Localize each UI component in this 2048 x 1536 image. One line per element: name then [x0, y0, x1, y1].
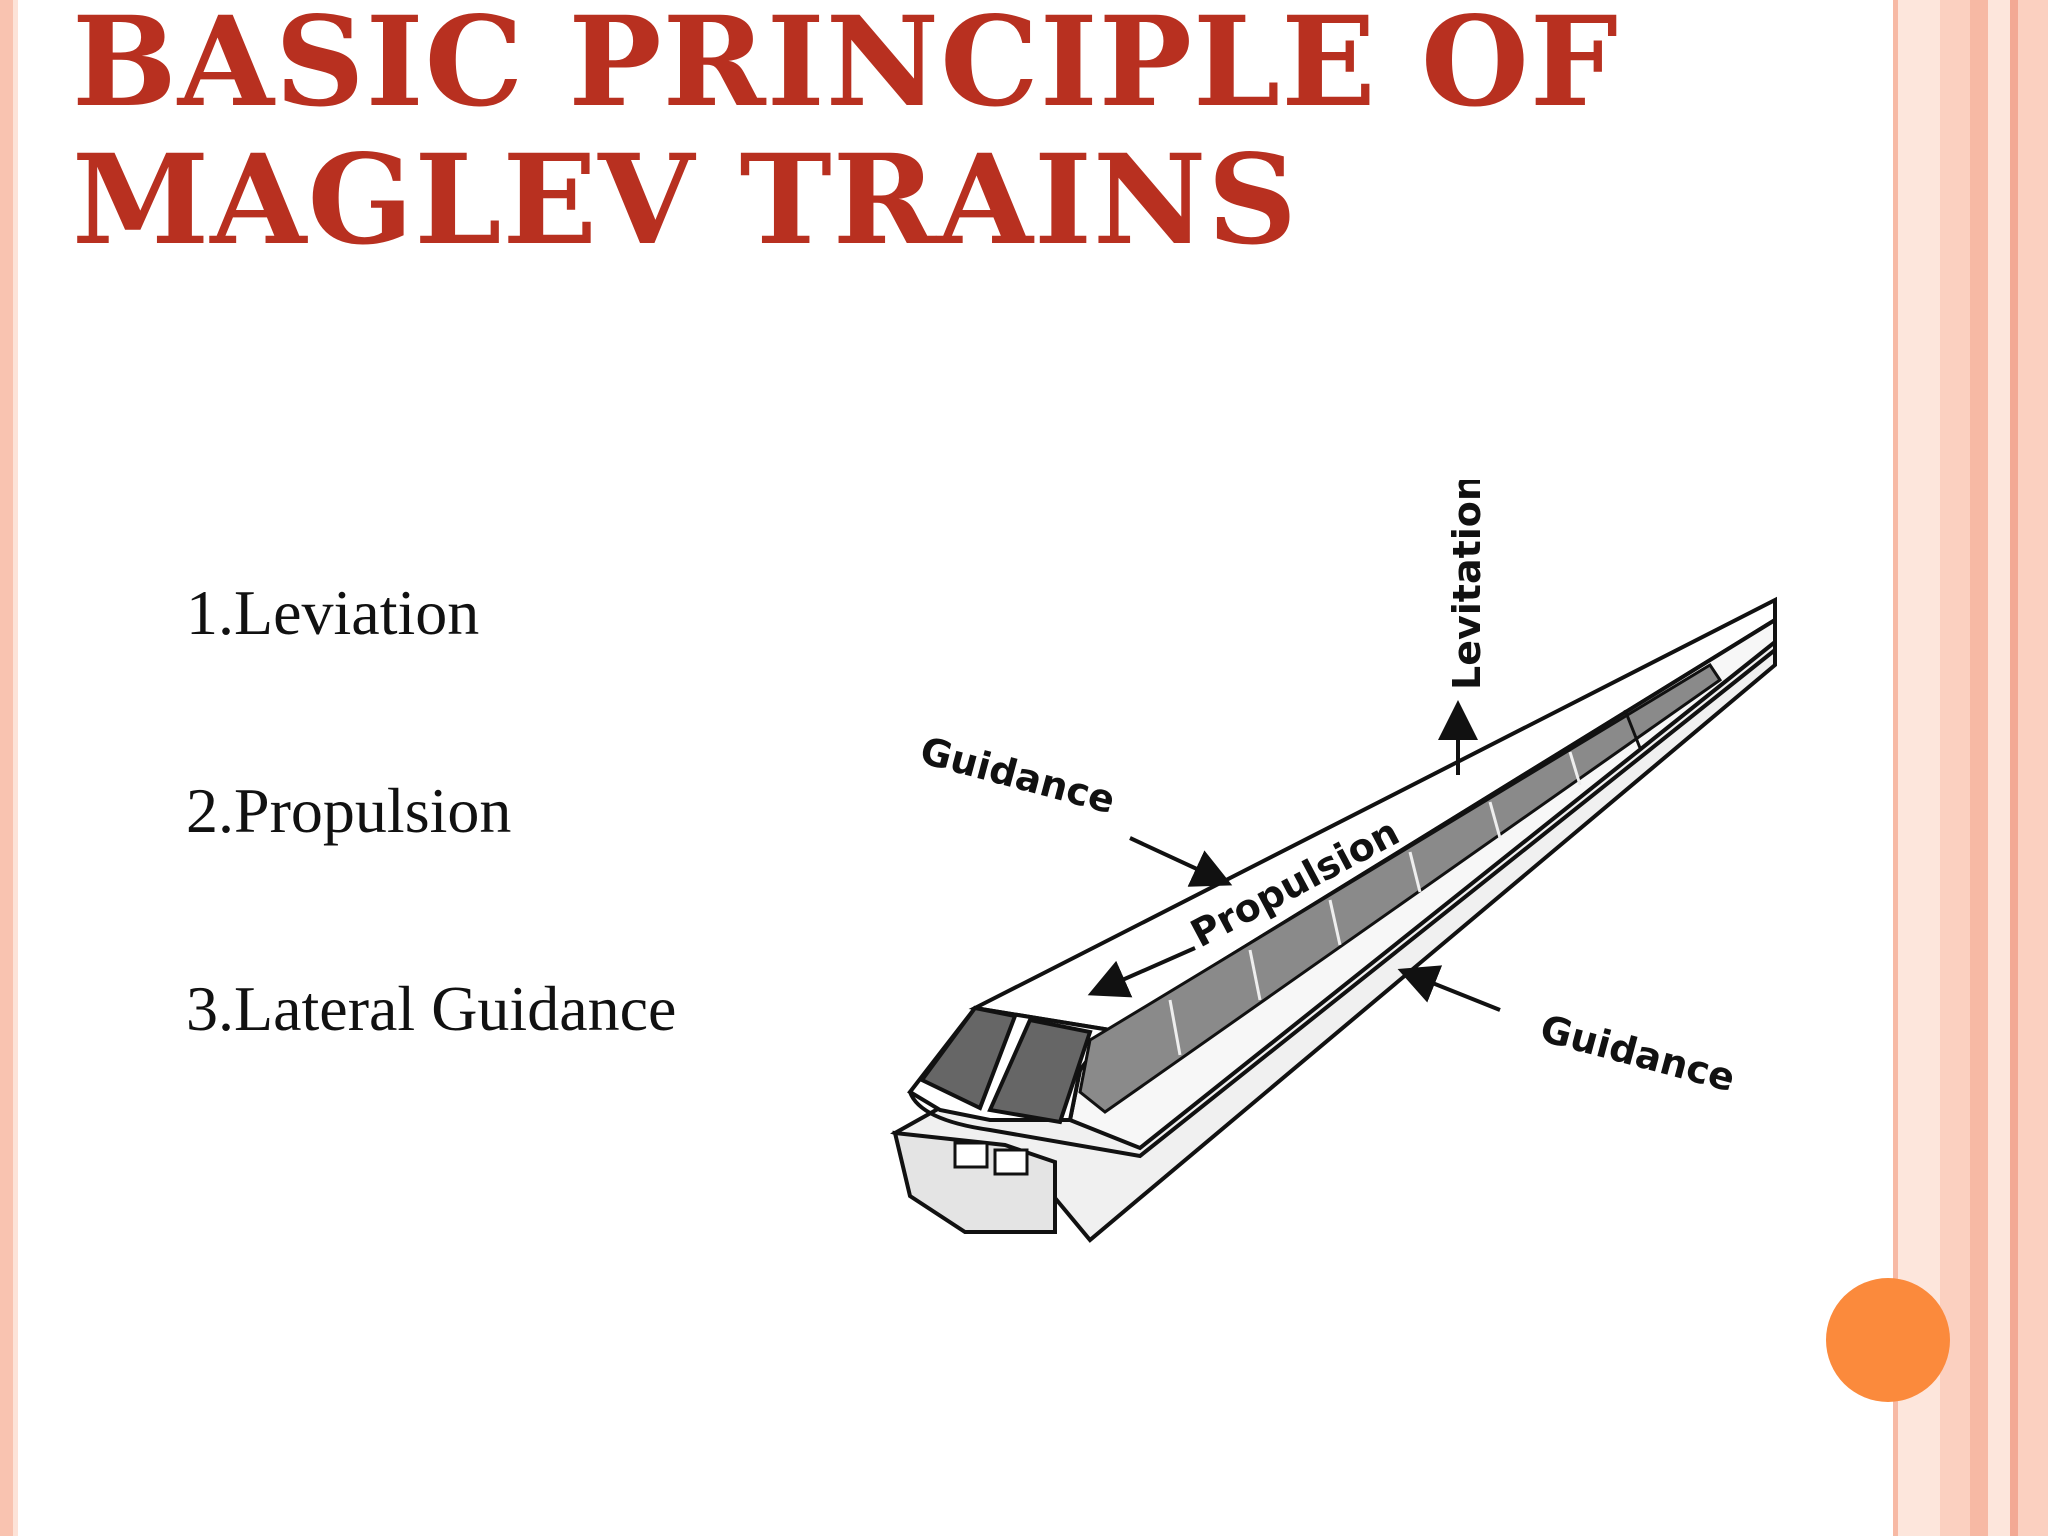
guideway-slot [993, 1148, 1029, 1176]
title-line-2: MAGLEV TRAINS [72, 128, 1298, 273]
guidance-top-arrow [1129, 836, 1233, 887]
maglev-train-diagram: Guidance Propulsion Levitation Guidance [890, 480, 1777, 1243]
train-skirt [908, 648, 1777, 1159]
car-joint [1623, 709, 1642, 749]
side-window-band [1078, 662, 1723, 1114]
window-divider [1408, 851, 1422, 893]
window-divider [1488, 801, 1502, 839]
left-border-inner-decoration [13, 0, 18, 1536]
bullet-propulsion: 2.Propulsion [186, 775, 512, 846]
principle-list: 1.Leviation 2.Propulsion 3.Lateral Guida… [186, 570, 676, 1164]
right-stripe-decoration [1988, 0, 2010, 1536]
cab-window-right [987, 1017, 1093, 1125]
slide-title: BASIC PRINCIPLE OF MAGLEV TRAINS [72, 0, 1872, 270]
accent-circle-decoration [1826, 1278, 1950, 1402]
right-stripe-decoration [2010, 0, 2018, 1536]
right-stripe-decoration [1970, 0, 1988, 1536]
title-line-1: BASIC PRINCIPLE OF [72, 0, 1619, 135]
right-stripe-decoration [1893, 0, 1898, 1536]
guideway-slot [953, 1141, 989, 1169]
guidance-bottom-arrow [1397, 965, 1501, 1012]
bullet-levitation: 1.Leviation [186, 577, 480, 648]
window-divider [1248, 949, 1262, 1001]
propulsion-arrow [1087, 946, 1196, 998]
right-stripe-decoration [1940, 0, 1970, 1536]
cab-window-left [918, 1005, 1018, 1111]
window-divider [1568, 751, 1582, 786]
label-guidance-bottom: Guidance [1536, 1006, 1740, 1100]
label-levitation: Levitation [1445, 480, 1489, 690]
right-stripe-decoration [2018, 0, 2048, 1536]
label-guidance-top: Guidance [916, 728, 1120, 822]
left-border-decoration [0, 0, 13, 1536]
window-divider [1328, 899, 1342, 946]
bullet-lateral-guidance: 3.Lateral Guidance [186, 973, 677, 1044]
window-divider [1168, 999, 1182, 1056]
